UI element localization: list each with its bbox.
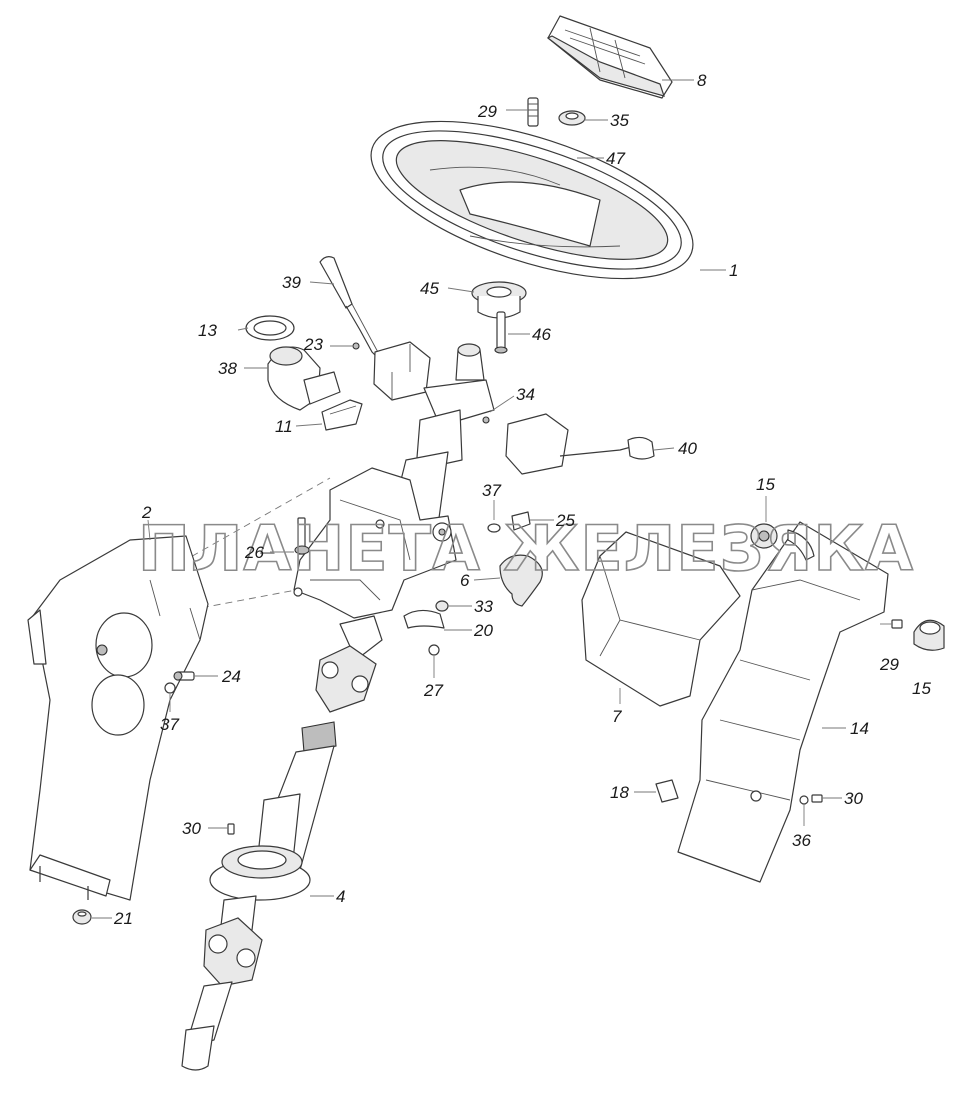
part-40-right-stalk-switch [505, 413, 655, 475]
part-15-cap-upper [750, 523, 778, 549]
callout-labels: 8 29 35 47 1 39 45 13 46 23 38 34 11 40 … [113, 71, 931, 928]
mounting-studs [39, 866, 89, 900]
part-25-bolt [511, 511, 531, 531]
left-switch-block [373, 341, 431, 401]
callout-21: 21 [113, 909, 133, 928]
watermark: ПЛАНЕТА ЖЕЛЕЗЯКА [138, 512, 914, 585]
part-15-cap-lower [913, 619, 945, 651]
part-45-hub [471, 281, 527, 319]
callout-15-lower: 15 [912, 679, 931, 698]
part-30-screw [227, 823, 235, 835]
part-37-lower-washer [164, 682, 176, 694]
callout-30-left: 30 [182, 819, 201, 838]
callout-38: 38 [218, 359, 237, 378]
part-21-nut [72, 909, 92, 925]
part-7-cover-panel [581, 531, 741, 707]
callout-23: 23 [303, 335, 323, 354]
part-39-left-stalk-switch [319, 256, 381, 361]
callout-13: 13 [198, 321, 217, 340]
part-6-handle-knob [499, 554, 543, 607]
callout-34: 34 [516, 385, 535, 404]
part-35-nut [558, 110, 586, 126]
column-mounting-bracket [293, 467, 457, 619]
lower-universal-joint [181, 895, 263, 1071]
part-29-right-screw [891, 619, 903, 629]
part-26-bolt [294, 517, 310, 555]
part-37-washer [487, 523, 501, 533]
callout-6: 6 [460, 571, 470, 590]
part-38-lock-housing [267, 346, 341, 411]
callout-8: 8 [697, 71, 707, 90]
part-1-steering-wheel [370, 120, 694, 280]
callout-20: 20 [473, 621, 493, 640]
callout-29-top: 29 [477, 102, 497, 121]
callout-45: 45 [420, 279, 439, 298]
callout-47: 47 [606, 149, 625, 168]
callout-40: 40 [678, 439, 697, 458]
callout-14: 14 [850, 719, 869, 738]
callout-1: 1 [729, 261, 738, 280]
callout-18: 18 [610, 783, 629, 802]
part-20-clamp-band [403, 609, 445, 629]
callout-35: 35 [610, 111, 629, 130]
callout-37-lower: 37 [160, 715, 179, 734]
callout-30-right: 30 [844, 789, 863, 808]
callout-26: 26 [244, 543, 264, 562]
callout-15-upper: 15 [756, 475, 775, 494]
part-8-horn-cover [546, 15, 673, 99]
callout-33: 33 [474, 597, 493, 616]
part-4-boot [209, 845, 311, 901]
upper-universal-joint [315, 615, 383, 713]
callout-2: 2 [141, 503, 152, 522]
callout-11: 11 [275, 417, 293, 436]
callout-37-upper: 37 [482, 481, 501, 500]
part-34-screw [482, 416, 490, 424]
part-46-bolt [494, 311, 508, 354]
part-36-washer [799, 795, 809, 805]
callout-7: 7 [612, 707, 622, 726]
callout-27: 27 [423, 681, 443, 700]
callout-25: 25 [555, 511, 575, 530]
callout-46: 46 [532, 325, 551, 344]
part-33-nut [435, 600, 449, 612]
part-24-bolt [173, 671, 195, 681]
part-14-side-panel [677, 521, 889, 883]
part-13-ring [245, 315, 295, 341]
callout-29-right: 29 [879, 655, 899, 674]
part-18-clip [655, 779, 679, 803]
leader-lines [92, 79, 892, 919]
callout-39: 39 [282, 273, 301, 292]
part-2-support-bracket [27, 535, 209, 901]
part-30-right-screw [811, 794, 823, 803]
callout-4: 4 [336, 887, 345, 906]
part-27-nut [428, 644, 440, 656]
part-11-clamp [321, 399, 363, 431]
callout-24: 24 [221, 667, 241, 686]
part-29-stud [527, 97, 539, 127]
callout-36: 36 [792, 831, 811, 850]
